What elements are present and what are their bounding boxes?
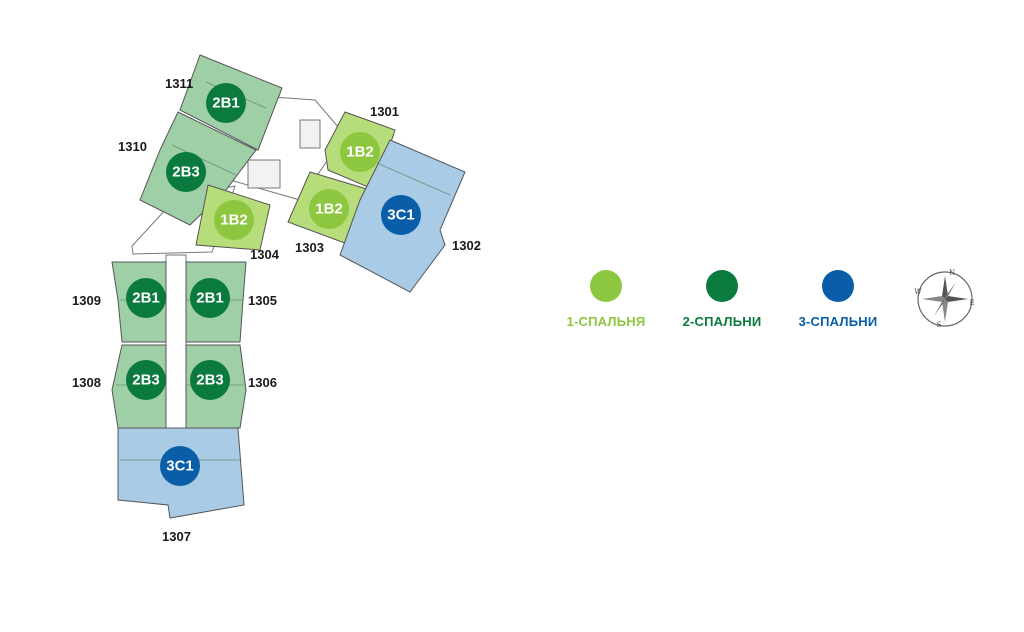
- unit-1303-badge[interactable]: 1B2: [309, 189, 349, 229]
- unit-number-1303: 1303: [295, 240, 324, 255]
- unit-1310-badge[interactable]: 2B3: [166, 152, 206, 192]
- unit-number-1309: 1309: [72, 293, 101, 308]
- compass-letter-s: S: [937, 321, 942, 329]
- svg-text:1B2: 1B2: [220, 212, 248, 229]
- legend-item-3-bedroom: 3-СПАЛЬНИ: [780, 270, 896, 329]
- unit-number-1302: 1302: [452, 238, 481, 253]
- unit-number-1305: 1305: [248, 293, 277, 308]
- legend-item-1-bedroom: 1-СПАЛЬНЯ: [548, 270, 664, 329]
- unit-1307-badge[interactable]: 3C1: [160, 446, 200, 486]
- svg-text:2B3: 2B3: [132, 372, 160, 389]
- unit-1306-badge[interactable]: 2B3: [190, 360, 230, 400]
- svg-text:2B1: 2B1: [212, 95, 240, 112]
- legend-dot-2-bedroom: [706, 270, 738, 302]
- unit-1311-badge[interactable]: 2B1: [206, 83, 246, 123]
- svg-text:3C1: 3C1: [166, 458, 194, 475]
- unit-number-1306: 1306: [248, 375, 277, 390]
- floor-plan: 2B1 2B3 1B2 1B2 1B2 3C1 2B1 2B1 2B3 2B3 …: [72, 54, 481, 544]
- svg-text:2B3: 2B3: [172, 164, 200, 181]
- legend-label-3-bedroom: 3-СПАЛЬНИ: [798, 314, 878, 329]
- unit-1304-badge[interactable]: 1B2: [214, 200, 254, 240]
- unit-number-1310: 1310: [118, 139, 147, 154]
- unit-1309-badge[interactable]: 2B1: [126, 278, 166, 318]
- legend-label-2-bedroom: 2-СПАЛЬНИ: [682, 314, 762, 329]
- unit-number-1301: 1301: [370, 104, 399, 119]
- svg-text:1B2: 1B2: [315, 201, 343, 218]
- unit-1305-badge[interactable]: 2B1: [190, 278, 230, 318]
- svg-text:2B1: 2B1: [196, 290, 224, 307]
- svg-text:3C1: 3C1: [387, 207, 415, 224]
- unit-number-1308: 1308: [72, 375, 101, 390]
- unit-1302-badge[interactable]: 3C1: [381, 195, 421, 235]
- legend-label-1-bedroom: 1-СПАЛЬНЯ: [566, 314, 646, 329]
- svg-text:2B1: 2B1: [132, 290, 160, 307]
- svg-text:2B3: 2B3: [196, 372, 224, 389]
- unit-number-1307: 1307: [162, 529, 191, 544]
- unit-1308-badge[interactable]: 2B3: [126, 360, 166, 400]
- compass-rose-icon: N E S W: [914, 269, 974, 329]
- compass-letter-n: N: [949, 269, 955, 277]
- legend: 1-СПАЛЬНЯ 2-СПАЛЬНИ 3-СПАЛЬНИ: [548, 270, 896, 329]
- svg-text:1B2: 1B2: [346, 144, 374, 161]
- unit-1301-badge[interactable]: 1B2: [340, 132, 380, 172]
- compass-letter-e: E: [969, 299, 974, 307]
- legend-dot-3-bedroom: [822, 270, 854, 302]
- legend-item-2-bedroom: 2-СПАЛЬНИ: [664, 270, 780, 329]
- legend-dot-1-bedroom: [590, 270, 622, 302]
- unit-number-1311: 1311: [165, 76, 193, 91]
- compass-letter-w: W: [914, 288, 922, 296]
- unit-number-1304: 1304: [250, 247, 280, 262]
